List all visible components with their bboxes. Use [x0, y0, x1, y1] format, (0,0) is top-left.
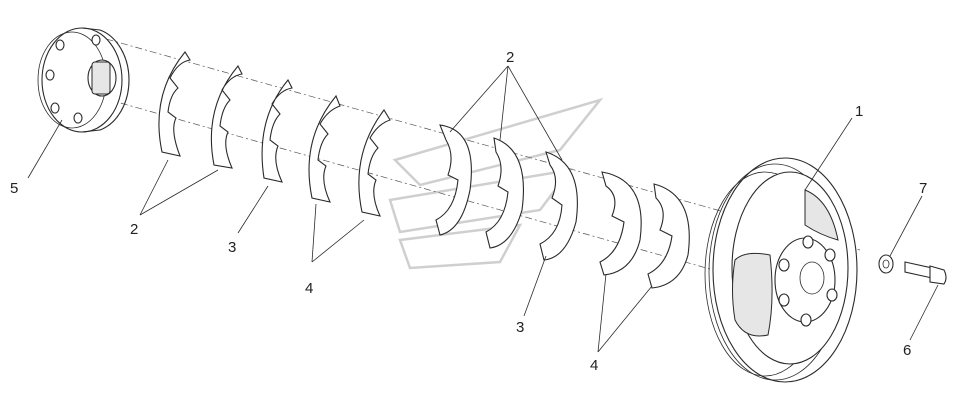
pulley: [704, 157, 858, 383]
half-washer-stack-left: [158, 51, 391, 217]
callout-1: 1: [855, 103, 863, 120]
callout-2-top: 2: [506, 49, 514, 66]
callout-3-right: 3: [516, 319, 524, 336]
callout-3-left: 3: [228, 239, 236, 256]
callout-7: 7: [919, 180, 927, 197]
leader-lines: [27, 65, 939, 353]
bolt: [904, 261, 947, 285]
half-washer-stack-right: [599, 171, 690, 289]
callout-6: 6: [903, 342, 911, 359]
washer: [878, 254, 894, 274]
half-washer-stack-middle: [435, 124, 578, 261]
callout-2-left: 2: [130, 221, 138, 238]
callout-4-right: 4: [590, 357, 598, 374]
callout-labels: 1 2 2 3 3 4 4 5 6 7: [10, 49, 927, 374]
flange-hub: [37, 27, 130, 133]
callout-4-left: 4: [305, 280, 313, 297]
callout-5: 5: [10, 180, 18, 197]
